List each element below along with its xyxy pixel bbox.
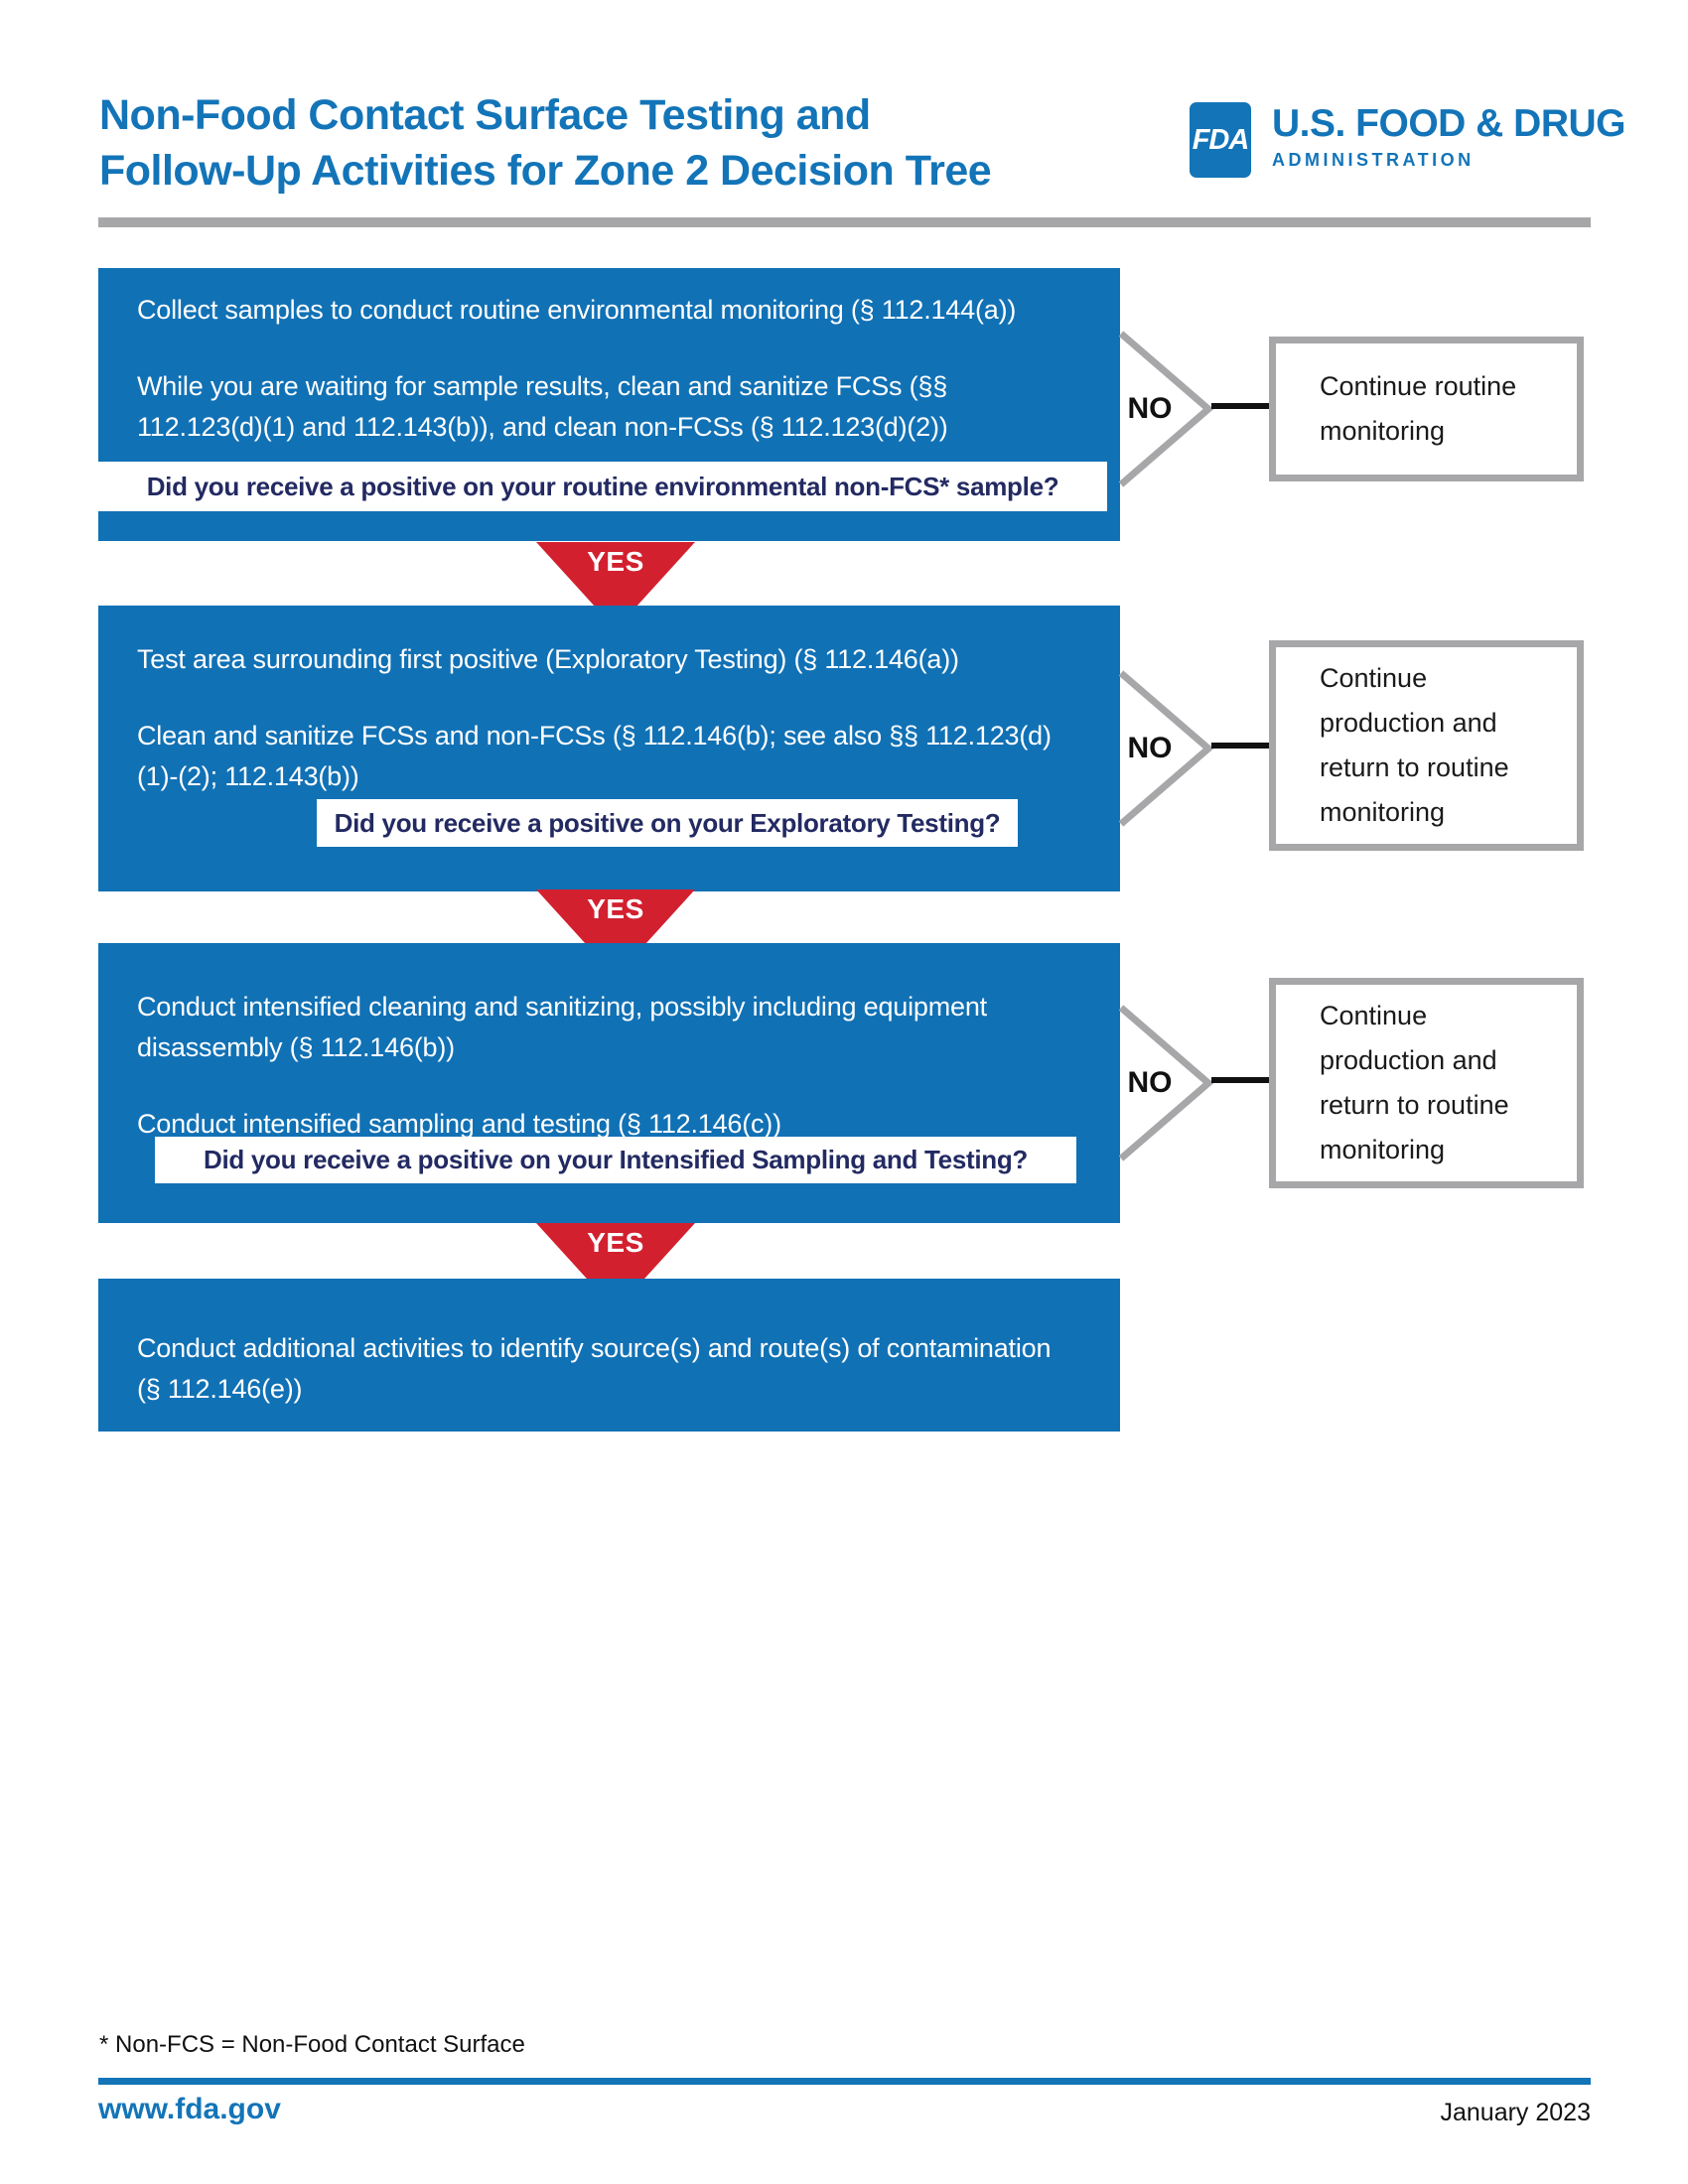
- step-4-p1-line-1: Conduct additional activities to identif…: [137, 1333, 1052, 1363]
- result-3-line-4: monitoring: [1320, 1135, 1446, 1164]
- step-4-p1-line-2: (§ 112.146(e)): [137, 1374, 303, 1404]
- header-divider: [98, 217, 1591, 227]
- step-3-p1-line-1: Conduct intensified cleaning and sanitiz…: [137, 992, 987, 1022]
- step-1-paragraph-1: Collect samples to conduct routine envir…: [137, 290, 1092, 331]
- result-box-2: Continue production and return to routin…: [1269, 640, 1584, 851]
- step-4-paragraph-1: Conduct additional activities to identif…: [137, 1328, 1092, 1410]
- step-3-paragraph-2: Conduct intensified sampling and testing…: [137, 1104, 1092, 1145]
- no-label-1: NO: [1127, 392, 1173, 425]
- fda-logo-icon: FDA: [1190, 102, 1251, 178]
- step-3-paragraph-1: Conduct intensified cleaning and sanitiz…: [137, 987, 1092, 1068]
- step-2-question-bar: Did you receive a positive on your Explo…: [317, 799, 1018, 847]
- step-3-question-bar: Did you receive a positive on your Inten…: [155, 1137, 1076, 1183]
- flow-step-1-box: Collect samples to conduct routine envir…: [98, 268, 1120, 541]
- no-label-2: NO: [1127, 732, 1173, 764]
- step-3-p1-line-2: disassembly (§ 112.146(b)): [137, 1032, 455, 1062]
- step-2-p2-line-1: Clean and sanitize FCSs and non-FCSs (§ …: [137, 721, 1052, 751]
- yes-arrow-1: YES: [536, 542, 695, 629]
- no-label-3: NO: [1127, 1066, 1173, 1099]
- footer-divider: [98, 2078, 1591, 2085]
- result-2-line-1: Continue: [1320, 663, 1428, 693]
- yes-label-1: YES: [587, 546, 644, 577]
- flow-step-4-box: Conduct additional activities to identif…: [98, 1279, 1120, 1432]
- result-1-line-2: monitoring: [1320, 416, 1446, 446]
- yes-arrow-2: YES: [536, 889, 695, 977]
- step-1-paragraph-2: While you are waiting for sample results…: [137, 366, 1092, 448]
- no-chevron-2: [1119, 670, 1214, 827]
- step-1-p1-line-1: Collect samples to conduct routine envir…: [137, 295, 1017, 325]
- step-2-p1-line-1: Test area surrounding first positive (Ex…: [137, 644, 959, 674]
- yes-label-3: YES: [587, 1227, 644, 1258]
- page-title-line-2: Follow-Up Activities for Zone 2 Decision…: [99, 147, 992, 195]
- step-1-question-bar: Did you receive a positive on your routi…: [98, 462, 1107, 511]
- fda-logo-wordmark: U.S. FOOD & DRUG ADMINISTRATION: [1272, 102, 1626, 171]
- yes-arrow-3: YES: [536, 1223, 695, 1310]
- result-box-3: Continue production and return to routin…: [1269, 978, 1584, 1188]
- step-2-paragraph-1: Test area surrounding first positive (Ex…: [137, 639, 1092, 680]
- yes-label-2: YES: [587, 893, 644, 924]
- result-2-line-4: monitoring: [1320, 797, 1446, 827]
- fda-website-link[interactable]: www.fda.gov: [98, 2093, 281, 2125]
- flow-step-2-box: Test area surrounding first positive (Ex…: [98, 606, 1120, 891]
- publication-date: January 2023: [1440, 2099, 1591, 2126]
- yes-arrow-1-triangle: [536, 542, 695, 629]
- result-2-line-3: return to routine: [1320, 752, 1509, 782]
- result-box-1: Continue routine monitoring: [1269, 337, 1584, 481]
- flow-step-3-box: Conduct intensified cleaning and sanitiz…: [98, 943, 1120, 1223]
- step-2-question-text: Did you receive a positive on your Explo…: [334, 807, 1001, 838]
- result-1-line-1: Continue routine: [1320, 371, 1517, 401]
- fda-wordmark-line-2: ADMINISTRATION: [1272, 150, 1475, 170]
- result-2-line-2: production and: [1320, 708, 1497, 738]
- step-3-p2-line-1: Conduct intensified sampling and testing…: [137, 1109, 781, 1139]
- step-1-question-text: Did you receive a positive on your routi…: [146, 471, 1059, 501]
- fda-logo-acronym: FDA: [1192, 123, 1250, 156]
- page-title: Non-Food Contact Surface Testing and Fol…: [99, 87, 992, 199]
- step-1-p2-line-1: While you are waiting for sample results…: [137, 371, 948, 401]
- step-3-question-text: Did you receive a positive on your Inten…: [203, 1145, 1029, 1174]
- no-connector-line-3: [1211, 1077, 1269, 1083]
- no-connector-line-1: [1211, 403, 1269, 409]
- no-connector-line-2: [1211, 743, 1269, 749]
- no-chevron-3: [1119, 1005, 1214, 1161]
- fda-wordmark-line-1: U.S. FOOD & DRUG: [1272, 102, 1626, 145]
- result-3-line-1: Continue: [1320, 1001, 1428, 1030]
- yes-arrow-2-triangle: [536, 889, 695, 977]
- step-2-paragraph-2: Clean and sanitize FCSs and non-FCSs (§ …: [137, 716, 1092, 797]
- result-3-line-2: production and: [1320, 1045, 1497, 1075]
- footnote: * Non-FCS = Non-Food Contact Surface: [99, 2031, 525, 2058]
- yes-arrow-3-triangle: [536, 1223, 695, 1310]
- step-1-p2-line-2: 112.123(d)(1) and 112.143(b)), and clean…: [137, 412, 948, 442]
- page-title-line-1: Non-Food Contact Surface Testing and: [99, 91, 871, 139]
- no-chevron-1: [1119, 331, 1214, 487]
- step-2-p2-line-2: (1)-(2); 112.143(b)): [137, 761, 359, 791]
- result-3-line-3: return to routine: [1320, 1090, 1509, 1120]
